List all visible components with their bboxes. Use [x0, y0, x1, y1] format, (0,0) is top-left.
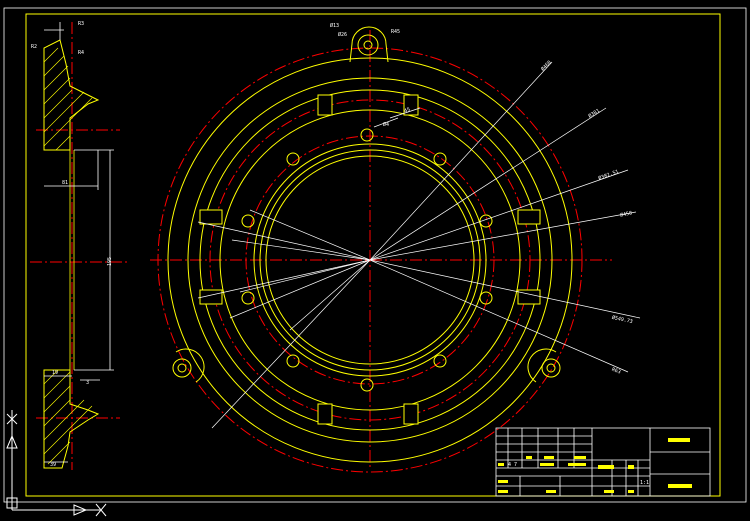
title-block-text-fills [498, 438, 692, 493]
label-45: 45 [403, 107, 411, 115]
outer-sheet-border [3, 7, 747, 503]
ring-outer-center [157, 47, 583, 473]
dim-39: 39 [50, 462, 56, 468]
title-block-frame [495, 427, 711, 497]
dim-r2: R2 [31, 44, 37, 50]
bolt-hole [241, 214, 255, 228]
section-hatch-top [43, 47, 93, 151]
ring-outer [167, 57, 573, 463]
label-d4: Ø4 [383, 121, 389, 128]
label-d13: Ø13 [330, 22, 339, 29]
ucs-icon [6, 410, 107, 517]
bolt-hole [433, 152, 447, 166]
lug-left-hole-inner [177, 363, 187, 373]
bolt-hole [479, 291, 493, 305]
leader-label-d381: Ø381 [587, 107, 601, 119]
dim-81: 81 [62, 180, 68, 186]
bolt-hole [241, 291, 255, 305]
dim-r4: R4 [78, 50, 84, 56]
ucs-x-arrow-icon [73, 504, 88, 516]
bolt-hole [433, 354, 447, 368]
bolt-hole [286, 152, 300, 166]
ring-slot-center [209, 99, 531, 421]
title-block-scale: 1:1 [640, 480, 649, 486]
bolt-holes [241, 128, 493, 392]
leader-label-r63: R63 [611, 367, 622, 376]
ring-3 [199, 89, 541, 431]
slot-left-top [199, 209, 223, 225]
mounting-lugs [172, 26, 561, 383]
slot-dim-line [389, 107, 421, 119]
section-hatch-bottom [43, 369, 93, 465]
dim-3: 3 [86, 380, 89, 386]
lug-top-hole-inner [363, 40, 373, 50]
ring-5 [253, 143, 487, 377]
ucs-y-arrow-icon [6, 434, 18, 449]
label-d26: Ø26 [338, 31, 347, 38]
ring-6 [259, 149, 481, 371]
dim-195: 195 [107, 257, 113, 266]
title-block-text-47: 4 7 [508, 462, 517, 468]
section-profile-top [43, 39, 100, 151]
leader-lines [197, 61, 641, 429]
lug-right-hole [541, 358, 561, 378]
dim-r3: R3 [78, 21, 84, 27]
bolt-hole [360, 128, 374, 142]
plan-view: Ø13 Ø26 R45 Ø460 Ø381 Ø382.51 Ø458 Ø549.… [150, 22, 641, 473]
drawing-frame [25, 13, 721, 497]
label-r45: R45 [391, 29, 400, 35]
bolt-hole [286, 354, 300, 368]
section-profile-bottom [43, 369, 100, 469]
lug-top-hole [357, 34, 379, 56]
ucs-origin-icon [6, 497, 18, 509]
slot-bottom-right [403, 403, 419, 425]
ring-2 [187, 77, 553, 443]
slot-right-bottom [517, 289, 541, 305]
slot-right-top [517, 209, 541, 225]
dim-19: 19 [52, 370, 58, 376]
ring-4 [219, 109, 521, 411]
leader-label-d458: Ø458 [619, 209, 632, 218]
slot-top-left [317, 94, 333, 116]
leader-label-d549: Ø549.73 [611, 314, 633, 325]
bolt-hole [479, 214, 493, 228]
lug-top [349, 26, 389, 63]
bolt-hole [360, 378, 374, 392]
lug-left-hole [172, 358, 192, 378]
lug-right-hole-inner [546, 363, 556, 373]
section-view: R3 R2 R4 81 195 19 3 39 [30, 21, 130, 470]
lug-left [175, 348, 205, 383]
slot-bottom-left [317, 403, 333, 425]
lug-right [527, 348, 557, 383]
title-block: 4 7 1:1 [495, 427, 711, 497]
hole-dim-line [373, 117, 399, 128]
ring-bolt-circle [245, 135, 495, 385]
leader-label-d460: Ø460 [539, 59, 552, 72]
slot-left-bottom [199, 289, 223, 305]
slots [199, 94, 541, 425]
leader-label-d382: Ø382.51 [597, 168, 619, 182]
ring-7 [265, 155, 475, 365]
